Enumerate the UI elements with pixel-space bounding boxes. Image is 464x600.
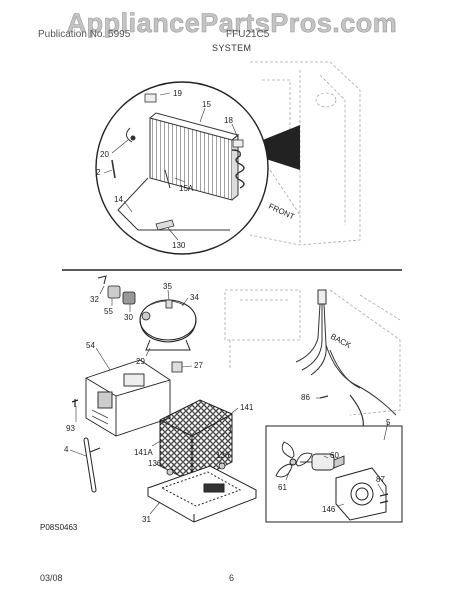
part-30 [122, 291, 136, 305]
label-34: 34 [190, 293, 199, 302]
label-35: 35 [163, 282, 172, 291]
label-32: 32 [90, 295, 99, 304]
label-136-right: 136 [216, 451, 230, 460]
label-55: 55 [104, 307, 113, 316]
part-55 [107, 285, 121, 299]
label-54: 54 [86, 341, 95, 350]
fan-motor-inset [265, 425, 403, 523]
label-4: 4 [64, 445, 69, 454]
wire-harness [295, 289, 397, 416]
cabinet-back-outline [224, 289, 401, 416]
label-30: 30 [124, 313, 133, 322]
drain-pan [146, 465, 258, 523]
label-61: 61 [278, 483, 287, 492]
label-136-left: 136 [148, 459, 162, 468]
compressor [139, 299, 197, 351]
electrical-box [85, 359, 171, 437]
label-19: 19 [173, 89, 182, 98]
label-2: 2 [96, 168, 101, 177]
top-diagram: 19 15 18 20 2 15A 14 130 FRONT [95, 61, 361, 255]
label-141: 141 [240, 403, 254, 412]
label-20: 20 [100, 150, 109, 159]
part-20-cord [126, 127, 133, 143]
part-2 [111, 159, 116, 179]
part-14-tube [117, 177, 230, 231]
part-32 [97, 275, 107, 285]
label-27: 27 [194, 361, 203, 370]
page-number: 6 [229, 573, 235, 583]
label-29: 29 [136, 357, 145, 366]
section-title: SYSTEM [212, 43, 252, 53]
label-31: 31 [142, 515, 151, 524]
label-60: 60 [330, 451, 339, 460]
label-86: 86 [301, 393, 310, 402]
label-87: 87 [376, 475, 385, 484]
model-number: FFU21C5 [226, 29, 270, 40]
label-14: 14 [114, 195, 123, 204]
label-146: 146 [322, 505, 336, 514]
label-5: 5 [386, 418, 391, 427]
part-93-screw [71, 399, 79, 407]
part-18 [232, 139, 244, 148]
bottom-diagram: 32 35 34 55 30 54 29 27 93 4 141 1 141A … [40, 275, 403, 532]
label-1: 1 [228, 426, 233, 435]
page-header: AppliancePartsPros.com Publication No. 5… [0, 0, 464, 60]
watermark: AppliancePartsPros.com [66, 8, 398, 39]
label-130: 130 [172, 241, 186, 250]
label-front: FRONT [267, 202, 296, 222]
label-141a: 141A [134, 448, 153, 457]
label-93: 93 [66, 424, 75, 433]
label-15: 15 [202, 100, 211, 109]
part-130-screw [155, 219, 175, 231]
footer-date: 03/08 [40, 573, 63, 583]
part-27 [171, 361, 183, 373]
part-86-screw [319, 395, 329, 399]
condenser-coil [149, 112, 245, 201]
zoom-pointer [238, 125, 300, 170]
label-18: 18 [224, 116, 233, 125]
part-19 [144, 93, 157, 103]
label-back: BACK [329, 332, 353, 350]
publication-number: Publication No. 5995 [38, 29, 131, 40]
label-15a: 15A [179, 184, 194, 193]
figure-code: P08S0463 [40, 523, 78, 532]
